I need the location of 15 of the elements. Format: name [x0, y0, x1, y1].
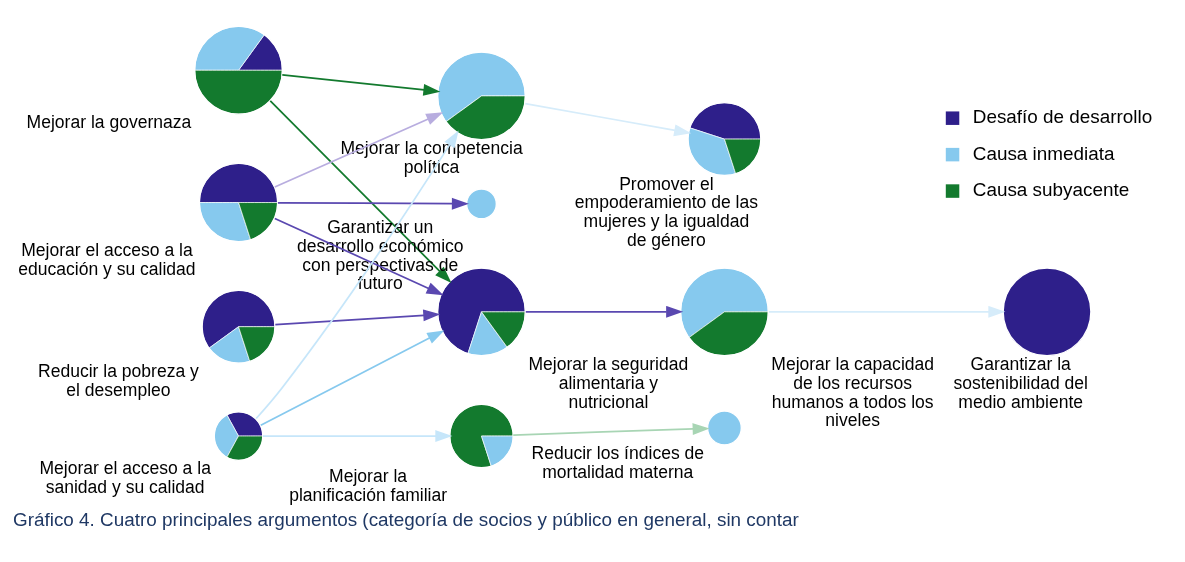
- node-label: Mejorar la planificación familiar: [289, 465, 448, 505]
- node-label: Mejorar la seguridad alimentaria y nutricional: [528, 353, 689, 412]
- legend-label: Desafío de desarrollo: [972, 105, 1153, 127]
- node-label: Garantizar la sostenibilidad del medio ambiente: [953, 353, 1088, 412]
- node-label: Mejorar la capacidad de los recursos humanos a todos los niveles: [771, 353, 935, 430]
- node-label: Mejorar el acceso a la educación y su calidad: [18, 239, 196, 279]
- legend-label: Causa subyacente: [972, 178, 1130, 200]
- caption: Gráfico 4. Cuatro principales argumentos (categoría de socios y público en general, sin contar: [12, 508, 799, 530]
- node-label: Reducir la pobreza y el desempleo: [38, 360, 199, 400]
- node-label: Mejorar el acceso a la sanidad y su calidad: [39, 457, 211, 497]
- node-label: Promover el empoderamiento de las mujeres y la igualdad de género: [574, 173, 759, 250]
- node-label: Mejorar la governaza: [26, 111, 192, 132]
- node-label: Mejorar la competencia política: [340, 137, 523, 177]
- legend-label: Causa inmediata: [972, 142, 1115, 164]
- node-label: Reducir los índices de mortalidad materna: [531, 442, 705, 482]
